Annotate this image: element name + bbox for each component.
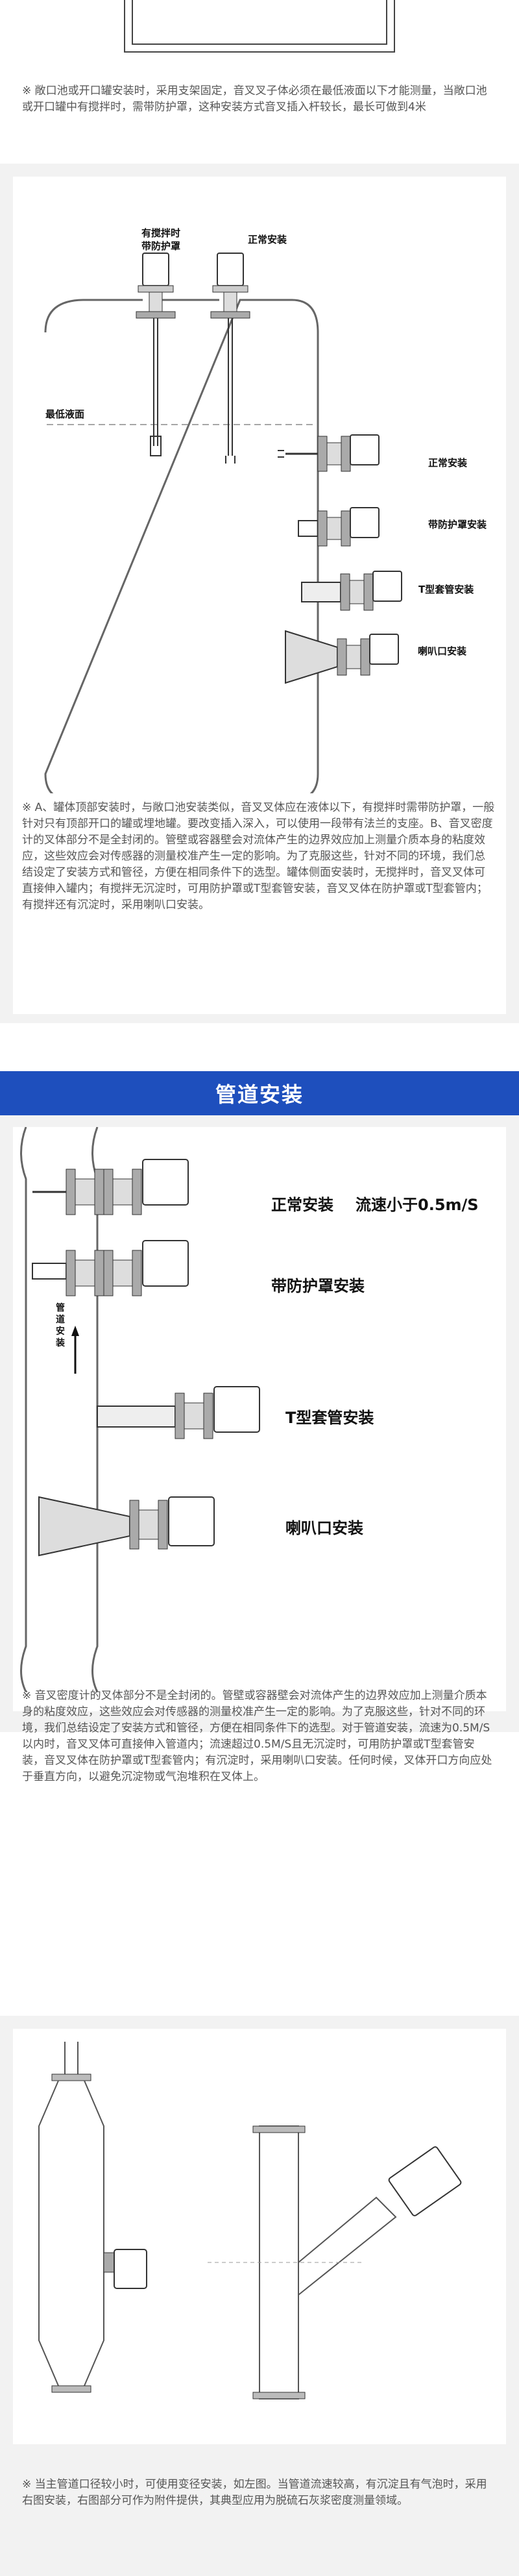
pipe-probe-normal [32,1159,189,1215]
label-min-level: 最低液面 [45,408,85,420]
reducer-pipe-right [208,2125,462,2399]
pipe-note: ※ 音叉密度计的叉体部分不是全封闭的。管壁或容器壁会对流体产生的边界效应加上测量… [22,1689,492,1783]
pipe-label-guard: 带防护罩安装 [271,1277,365,1295]
pipe-label-horn: 喇叭口安装 [285,1519,363,1537]
label-normal-top: 正常安装 [248,234,287,245]
pipe-section-panel: 正常安装 流速小于0.5m/S 带防护罩安装 T型套管安装 喇叭口安装 管道安装 [13,1127,506,1711]
open-tank-diagram [124,0,395,53]
label-guard-side: 带防护罩安装 [428,519,487,530]
side-probe-normal [278,434,380,472]
pipe-section-title-bar: 管道安装 [0,1071,519,1115]
pipe-label-tee: T型套管安装 [285,1409,374,1427]
side-probe-guard [298,507,380,547]
top-probe-guard [136,253,176,456]
pipe-diagram [20,1127,260,1692]
label-normal-side: 正常安装 [428,457,468,469]
tank-diagram [44,253,402,793]
pipe-probe-tee [97,1386,260,1439]
open-tank-note: ※ 敞口池或开口罐安装时，采用支架固定，音叉叉子体必须在最低液面以下才能测量，当… [22,84,487,114]
reducer-diagram [38,2042,462,2399]
pipe-label-direction: 管道安装 [56,1303,65,1348]
pipe-label-flow: 流速小于0.5m/S [356,1196,479,1214]
pipe-probe-guard [32,1240,189,1296]
label-agitator-1: 有搅拌时 [141,227,181,239]
pipe-probe-horn [38,1496,215,1557]
reducer-pipe-left [38,2042,147,2393]
side-probe-tee [301,571,402,611]
label-horn-side: 喇叭口安装 [418,645,467,657]
reducer-note: ※ 当主管道口径较小时，可使用变径安装，如左图。当管道流速较高，有沉淀且有气泡时… [22,2478,487,2507]
label-tee-side: T型套管安装 [418,584,474,595]
top-probe-normal [210,253,250,464]
pipe-label-normal: 正常安装 [271,1196,333,1214]
tank-note: ※ A、罐体顶部安装时，与敞口池安装类似，音叉叉体应在液体以下，有搅拌时需带防护… [22,801,495,911]
tank-section-panel: 有搅拌时 带防护罩 正常安装 最低液面 正常安装 带防护罩安装 T型套管安装 喇… [13,177,506,1014]
pipe-section-title: 管道安装 [215,1082,304,1107]
side-probe-horn [285,630,399,684]
reducer-section-panel [13,2029,506,2444]
label-agitator-2: 带防护罩 [141,240,181,252]
